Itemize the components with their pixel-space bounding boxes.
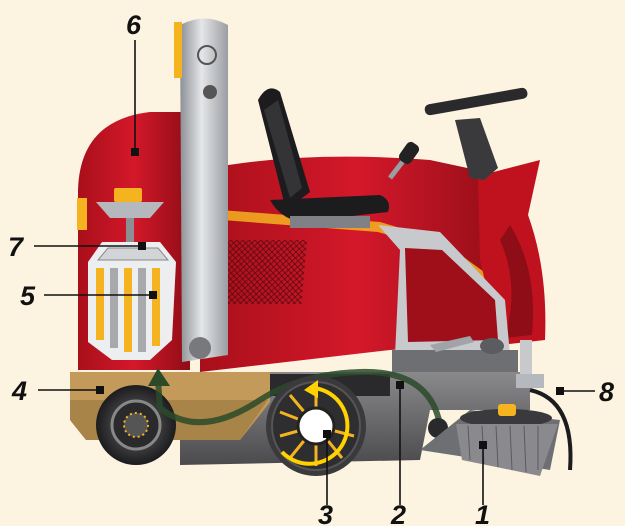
callout-1: 1 — [475, 500, 490, 526]
callout-7: 7 — [8, 232, 25, 262]
rear-wheel-hub — [124, 413, 148, 437]
post-bolt-mid — [203, 85, 217, 99]
filter-top-ring — [98, 248, 168, 260]
callout-2: 2 — [390, 500, 406, 526]
post-accent — [174, 22, 182, 78]
silver-post — [180, 19, 228, 363]
steering-wheel — [424, 87, 528, 116]
main-brush-hub — [298, 408, 334, 444]
side-brush-cap — [498, 404, 516, 416]
callout-3: 3 — [318, 500, 333, 526]
callout-8: 8 — [599, 377, 614, 407]
front-post-foot — [516, 374, 544, 388]
housing-accent — [77, 198, 87, 230]
front-post — [520, 340, 532, 376]
shaker-cap — [114, 188, 142, 202]
callout-4: 4 — [11, 376, 27, 406]
post-bolt-low — [189, 337, 211, 359]
callout-6: 6 — [126, 10, 142, 40]
pedal-plate — [392, 350, 518, 372]
pedal-cap — [480, 338, 504, 354]
shaker-stem — [126, 218, 134, 244]
callout-5: 5 — [20, 281, 36, 311]
seat-base — [290, 216, 370, 228]
